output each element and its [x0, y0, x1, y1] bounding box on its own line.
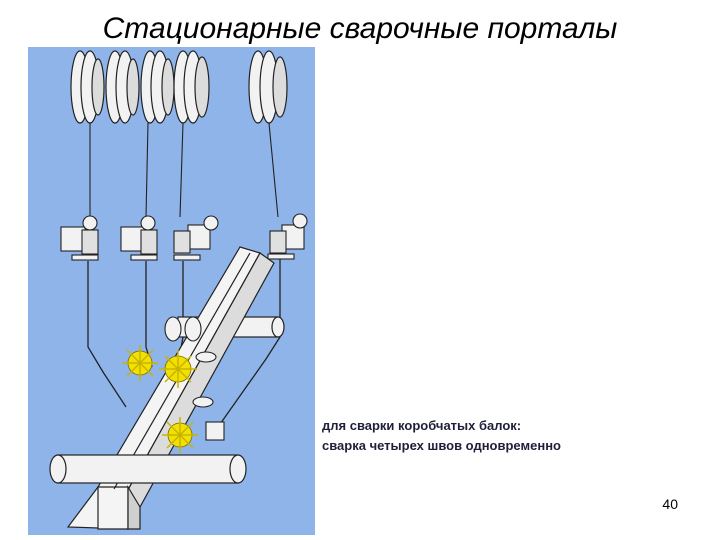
support-roller-front [50, 455, 246, 483]
spool-5 [249, 51, 287, 123]
caption-line-1: для сварки коробчатых балок: [322, 416, 561, 436]
spool-2 [106, 51, 139, 123]
spool-3 [141, 51, 174, 123]
slide-title: Стационарные сварочные порталы [0, 12, 720, 46]
spark-1 [122, 345, 158, 381]
spark-3 [162, 417, 198, 453]
welding-portal-illustration [28, 47, 315, 535]
figure-caption: для сварки коробчатых балок: сварка четы… [322, 416, 561, 456]
spool-1 [71, 51, 104, 123]
page-number: 40 [662, 496, 678, 512]
spool-4 [174, 51, 209, 123]
caption-line-2: сварка четырех швов одновременно [322, 436, 561, 456]
